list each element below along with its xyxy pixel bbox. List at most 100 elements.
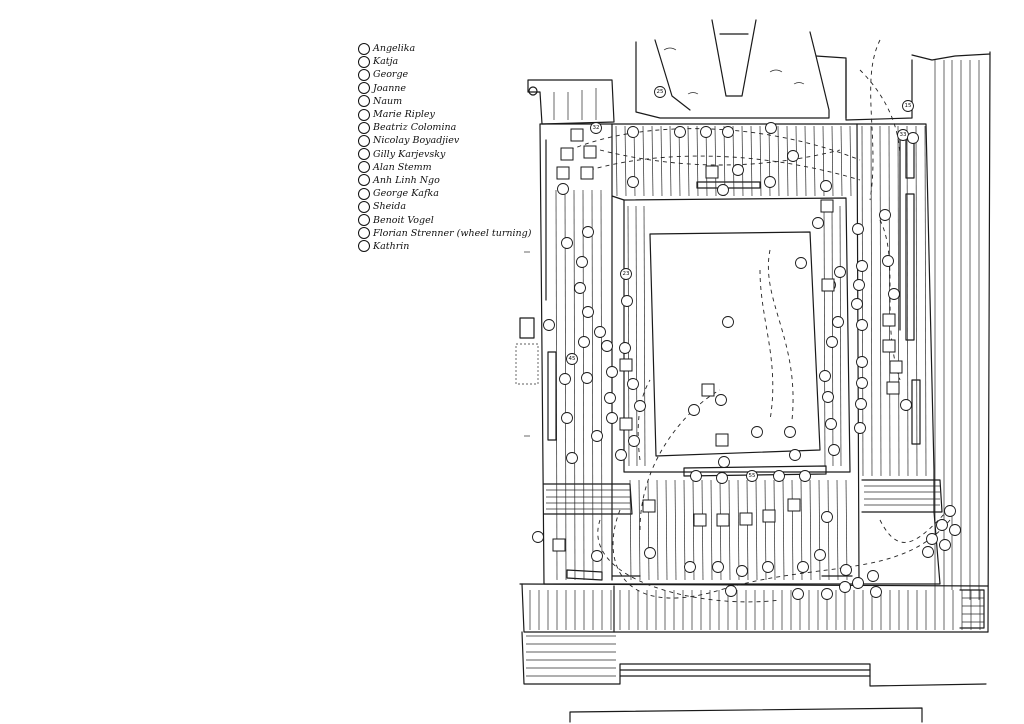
legend-number-badge [358, 82, 370, 95]
floorboard-line [818, 479, 821, 581]
person-circle [690, 470, 702, 482]
person-marker [944, 505, 956, 517]
legend-entry: George Kafka [358, 187, 528, 200]
person-marker [621, 295, 633, 307]
person-circle [620, 268, 632, 280]
person-marker [834, 266, 846, 278]
person-marker [532, 531, 544, 543]
legend-participant-name: Joanne [373, 82, 407, 94]
person-marker: 23 [620, 268, 632, 280]
floorboard-line [714, 125, 717, 197]
seat-marker [787, 498, 801, 512]
person-circle [561, 237, 573, 249]
seat-box [889, 360, 903, 374]
legend-participant-name: Anh Linh Ngo [373, 174, 440, 186]
legend-participant-name: George [373, 69, 409, 81]
person-marker [581, 372, 593, 384]
legend-participant-name: George Kafka [373, 188, 439, 200]
seat-marker [619, 358, 633, 372]
floorboard-line [723, 125, 726, 197]
person-marker [627, 378, 639, 390]
person-circle [628, 435, 640, 447]
seat-marker [701, 383, 715, 397]
person-marker [853, 279, 865, 291]
person-circle [566, 353, 578, 365]
person-marker [936, 519, 948, 531]
floorboard-line [782, 479, 785, 581]
person-marker [907, 132, 919, 144]
marker-number: 33 [900, 132, 907, 138]
person-circle [561, 412, 573, 424]
person-marker [854, 422, 866, 434]
person-circle [821, 511, 833, 523]
person-marker [582, 226, 594, 238]
person-circle [879, 209, 891, 221]
person-marker [688, 404, 700, 416]
person-circle [621, 295, 633, 307]
seat-marker [739, 512, 753, 526]
floorboard-line [836, 479, 839, 581]
person-marker [855, 398, 867, 410]
person-circle [688, 404, 700, 416]
floorboard-line [701, 479, 704, 581]
person-marker [543, 319, 555, 331]
person-marker [814, 549, 826, 561]
forecourt-hatching [526, 590, 981, 677]
person-marker [822, 391, 834, 403]
person-circle [870, 586, 882, 598]
floorboard-line [897, 125, 900, 477]
person-circle [828, 444, 840, 456]
floorboard-line [582, 189, 585, 581]
person-marker [870, 586, 882, 598]
person-circle [826, 336, 838, 348]
person-circle [853, 279, 865, 291]
person-circle [751, 426, 763, 438]
person-circle [627, 126, 639, 138]
person-circle [532, 531, 544, 543]
floorboard-line [669, 125, 672, 197]
person-circle [715, 394, 727, 406]
floorboard-line [696, 125, 699, 197]
person-circle [606, 412, 618, 424]
person-marker [856, 260, 868, 272]
floorboard-line [879, 125, 882, 477]
legend-participant-name: Nicolay Boyadjiev [373, 135, 460, 147]
person-marker [725, 585, 737, 597]
person-circle [839, 581, 851, 593]
floorboard-line [795, 125, 798, 197]
person-circle [619, 342, 631, 354]
person-circle [856, 356, 868, 368]
person-circle [792, 588, 804, 600]
person-marker [764, 176, 776, 188]
floorboard-line [674, 479, 677, 581]
person-circle [582, 306, 594, 318]
legend-number-badge [358, 214, 370, 227]
person-circle [820, 180, 832, 192]
person-marker [828, 444, 840, 456]
floorboard-line [732, 125, 735, 197]
seat-marker [619, 417, 633, 431]
person-marker [690, 470, 702, 482]
person-circle [684, 561, 696, 573]
person-marker [784, 426, 796, 438]
legend-entry: Joanne [358, 82, 528, 95]
person-marker [797, 561, 809, 573]
floorboard-line [573, 189, 576, 581]
person-circle [746, 470, 758, 482]
seat-box [821, 278, 835, 292]
floorboard-line [849, 125, 852, 197]
person-circle [615, 449, 627, 461]
floorboard-line [823, 205, 826, 467]
person-circle [854, 422, 866, 434]
person-marker [812, 217, 824, 229]
person-marker [852, 577, 864, 589]
person-marker [856, 319, 868, 331]
floorboard-line [906, 125, 909, 477]
person-marker [712, 561, 724, 573]
person-marker [619, 342, 631, 354]
marker-number: 23 [623, 271, 630, 277]
seat-box [693, 513, 707, 527]
seat-marker [560, 147, 574, 161]
